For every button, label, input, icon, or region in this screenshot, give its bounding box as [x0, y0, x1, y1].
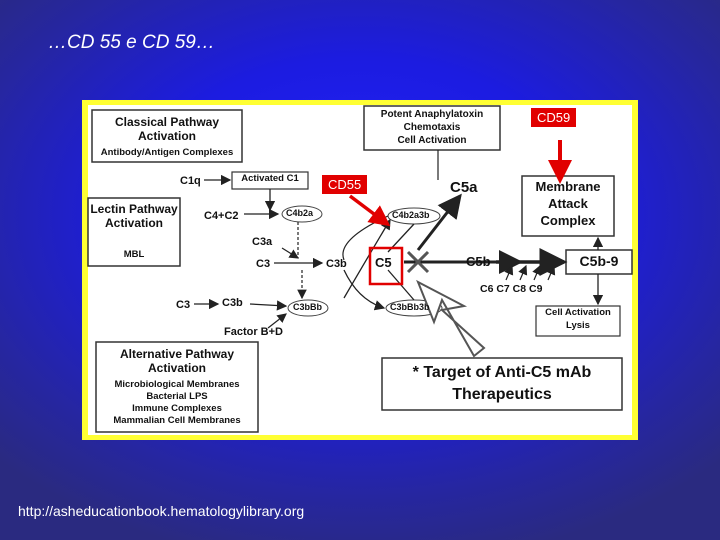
node-c4b2a: C4b2a: [286, 208, 314, 218]
classical-title: Classical Pathway Activation: [114, 115, 220, 143]
c7-arrow: [518, 264, 528, 281]
alternative-title: Alternative Pathway Activation: [119, 347, 235, 375]
c4b2a-oval: [281, 205, 323, 223]
c8-arrow: [532, 264, 542, 281]
node-c3bbb: C3bBb: [293, 302, 322, 312]
mac-line3: Complex: [540, 213, 596, 228]
lectin-box: [87, 197, 181, 267]
alt-c3b-arrow: [249, 300, 288, 311]
target-line2: Therapeutics: [452, 386, 552, 403]
mac-line2: Attack: [548, 196, 588, 211]
lectin-subtitle: MBL: [123, 249, 145, 260]
alternative-item-2: Bacterial LPS: [146, 391, 208, 402]
c5b9-label: C5b-9: [579, 253, 619, 269]
c3bbb-oval: [287, 299, 329, 317]
target-line1: * Target of Anti-C5 mAb: [412, 364, 592, 381]
anaphylatoxin-line1: Potent Anaphylatoxin: [380, 109, 484, 120]
node-c3-alt: C3: [176, 299, 191, 311]
node-c5a: C5a: [450, 179, 478, 196]
node-c6c9: C6 C7 C8 C9: [480, 283, 543, 295]
c5-highlight: [368, 246, 404, 286]
complement-diagram: Classical Pathway Activation Antibody/An…: [82, 100, 638, 440]
alternative-item-4: Mammalian Cell Membranes: [113, 415, 241, 426]
node-c3bbb3b: C3bBb3b: [390, 302, 430, 312]
anaphylatoxin-line2: Chemotaxis: [403, 122, 461, 133]
source-url: http://asheducationbook.hematologylibrar…: [18, 503, 305, 519]
diagram-graphics: [87, 105, 633, 435]
factor-arrow: [267, 313, 287, 329]
alternative-item-3: Immune Complexes: [132, 403, 222, 414]
node-c3: C3: [256, 258, 271, 270]
cd55-label: CD55: [322, 175, 368, 194]
node-c4c2: C4+C2: [204, 210, 239, 222]
classical-box: [91, 109, 243, 163]
cd59-label: CD59: [531, 108, 577, 127]
c9-arrow: [546, 264, 556, 281]
node-c5: C5: [375, 255, 392, 270]
c6-arrow: [504, 264, 514, 281]
anaphylatoxin-line3: Cell Activation: [397, 135, 467, 146]
lysis-box: [535, 305, 621, 337]
node-c5b: C5b: [466, 254, 491, 269]
alternative-item-1: Microbiological Membranes: [114, 379, 240, 390]
node-c1q: C1q: [180, 175, 201, 187]
lysis-line1: Cell Activation: [545, 307, 611, 318]
node-factor: Factor B+D: [224, 326, 283, 338]
anaphylatoxin-box: [363, 105, 501, 151]
cd55-arrow: [348, 194, 391, 227]
alternative-box: [95, 341, 259, 433]
target-pointer-arrow: [416, 279, 486, 358]
node-c3b: C3b: [326, 258, 347, 270]
target-box: [381, 357, 623, 411]
lectin-title: Lectin Pathway Activation: [90, 202, 178, 230]
mac-line1: Membrane: [535, 179, 601, 194]
node-c4b2a3b: C4b2a3b: [392, 210, 430, 220]
slide-title: …CD 55 e CD 59…: [48, 32, 215, 53]
classical-subtitle: Antibody/Antigen Complexes: [100, 147, 234, 158]
c3a-arrow: [281, 247, 300, 259]
c5-to-c5a-arrow: [416, 193, 462, 251]
c3b-curve-down: [343, 269, 386, 311]
block-x-2: [406, 250, 430, 274]
node-c3a: C3a: [252, 236, 273, 248]
node-c3b-alt: C3b: [222, 297, 243, 309]
activated-c1-label: Activated C1: [241, 173, 299, 184]
lysis-line2: Lysis: [566, 320, 590, 331]
